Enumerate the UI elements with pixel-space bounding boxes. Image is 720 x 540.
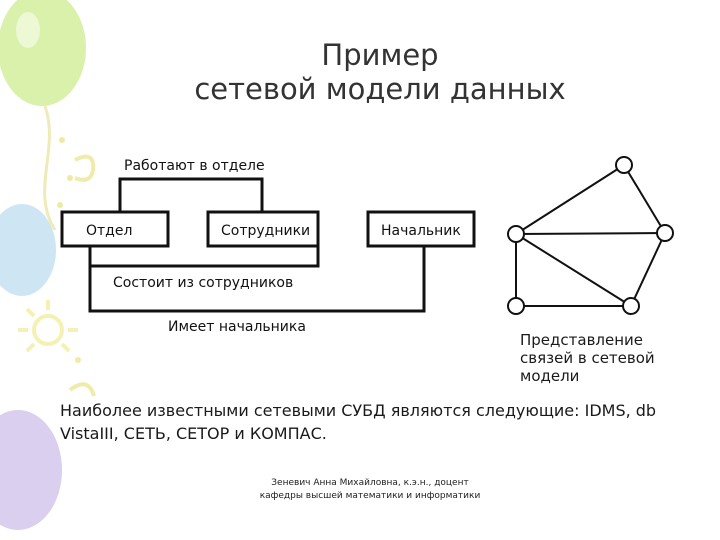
title-line-1: Пример xyxy=(321,38,439,72)
graph-node xyxy=(656,224,674,242)
graph-node xyxy=(615,156,633,174)
graph-node xyxy=(622,297,640,315)
graph-caption: Представление связей в сетевой модели xyxy=(520,331,710,385)
green-balloon-highlight xyxy=(16,12,40,48)
box-employees-label: Сотрудники xyxy=(221,223,310,239)
graph-node xyxy=(507,297,525,315)
blue-balloon-icon xyxy=(0,204,56,296)
graph-edge xyxy=(630,232,666,307)
author-line-1: Зеневич Анна Михайловна, к.э.н., доцент xyxy=(271,478,469,488)
author-line-2: кафедры высшей математики и информатики xyxy=(259,491,481,501)
box-employees xyxy=(206,210,320,248)
swirl-icon xyxy=(68,154,96,397)
balloon-string xyxy=(43,105,57,231)
page-title: Пример сетевой модели данных xyxy=(100,38,660,106)
relation-has-boss-label: Имеет начальника xyxy=(168,319,306,335)
dots-icon xyxy=(57,137,81,363)
graph-edge xyxy=(515,164,625,235)
graph-edge xyxy=(623,164,666,234)
relation-consists-line xyxy=(88,246,320,268)
author-footer: Зеневич Анна Михайловна, к.э.н., доцент … xyxy=(240,477,500,503)
relation-works-in-line xyxy=(118,177,264,212)
box-manager-label: Начальник xyxy=(381,223,461,239)
sun-icon xyxy=(18,300,78,353)
title-line-2: сетевой модели данных xyxy=(194,72,566,106)
graph-edge xyxy=(515,233,632,307)
caption-line-1: Представление xyxy=(520,331,644,349)
purple-balloon-icon xyxy=(0,410,62,530)
box-department-label: Отдел xyxy=(86,223,132,239)
body-paragraph: Наиболее известными сетевыми СУБД являют… xyxy=(60,401,657,443)
relation-has-boss-line xyxy=(88,246,426,313)
caption-line-2: связей в сетевой xyxy=(520,349,655,367)
caption-line-3: модели xyxy=(520,367,580,385)
graph-edge xyxy=(515,232,666,235)
box-department xyxy=(60,210,170,248)
box-manager xyxy=(366,210,476,248)
graph-node xyxy=(507,225,525,243)
relation-consists-label: Состоит из сотрудников xyxy=(113,275,293,291)
relation-works-in-label: Работают в отделе xyxy=(124,158,265,174)
